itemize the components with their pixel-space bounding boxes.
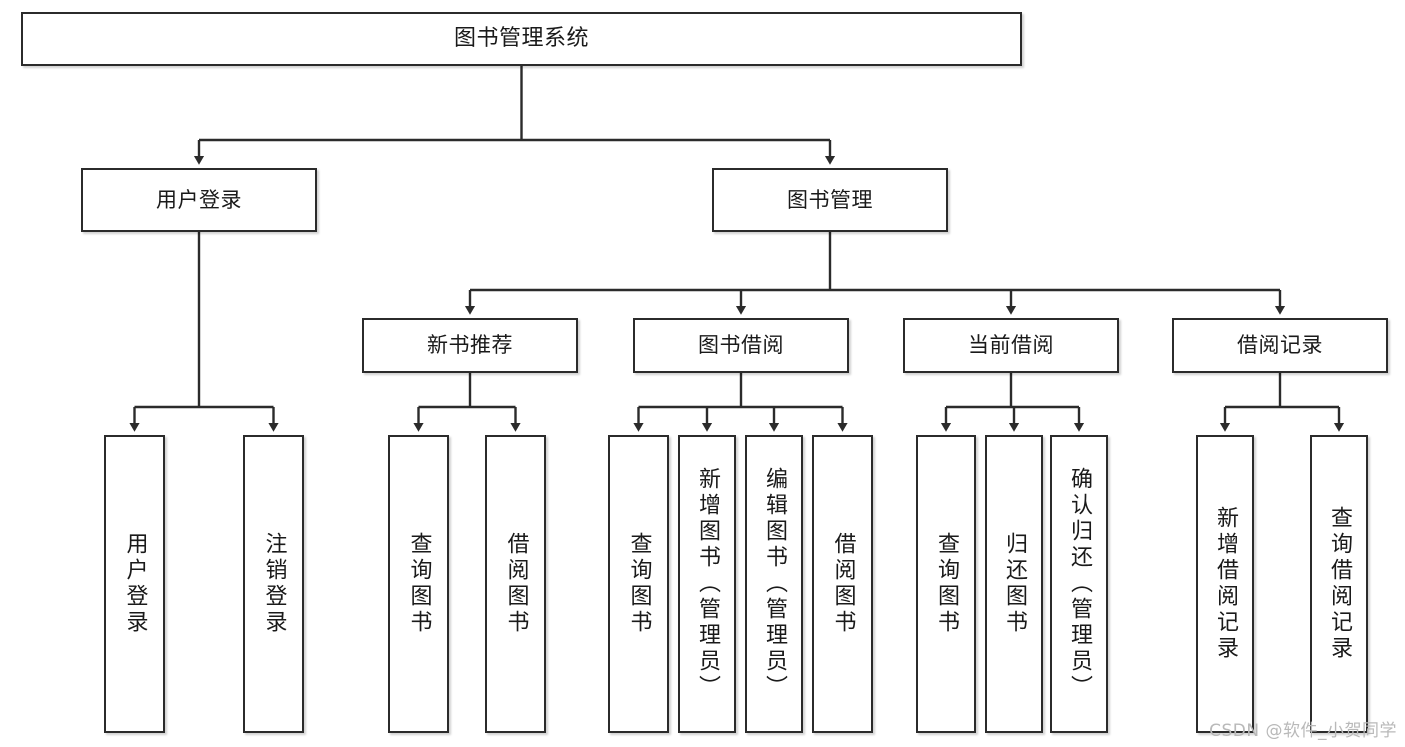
node-n2[interactable]: 借阅图书: [485, 435, 546, 733]
node-label: 图书管理系统: [453, 26, 589, 52]
node-label: 确认归还（管理员）: [1067, 467, 1092, 701]
node-label: 用户登录: [156, 187, 242, 212]
node-label: 新书推荐: [427, 333, 513, 358]
node-bookmgmt[interactable]: 图书管理: [712, 168, 948, 232]
node-label: 图书管理: [787, 187, 873, 212]
node-r2[interactable]: 查询借阅记录: [1310, 435, 1368, 733]
node-login[interactable]: 用户登录: [81, 168, 317, 232]
node-label: 查询图书: [406, 532, 432, 636]
node-c2[interactable]: 归还图书: [985, 435, 1043, 733]
node-label: 用户登录: [122, 532, 148, 636]
node-root[interactable]: 图书管理系统: [21, 12, 1022, 66]
node-current[interactable]: 当前借阅: [903, 318, 1119, 373]
node-c3[interactable]: 确认归还（管理员）: [1050, 435, 1108, 733]
node-b4[interactable]: 借阅图书: [812, 435, 873, 733]
node-c1[interactable]: 查询图书: [916, 435, 976, 733]
node-label: 当前借阅: [968, 333, 1054, 358]
node-borrow[interactable]: 图书借阅: [633, 318, 849, 373]
node-label: 查询图书: [934, 532, 959, 636]
node-b1[interactable]: 查询图书: [608, 435, 669, 733]
node-label: 借阅图书: [503, 532, 529, 636]
node-label: 借阅记录: [1237, 333, 1323, 358]
node-label: 注销登录: [261, 532, 287, 636]
node-label: 查询借阅记录: [1327, 506, 1352, 662]
node-label: 图书借阅: [698, 333, 784, 358]
node-l1[interactable]: 用户登录: [104, 435, 165, 733]
node-label: 查询图书: [626, 532, 652, 636]
node-b3[interactable]: 编辑图书（管理员）: [745, 435, 803, 733]
node-label: 归还图书: [1002, 532, 1027, 636]
node-l2[interactable]: 注销登录: [243, 435, 304, 733]
node-label: 编辑图书（管理员）: [762, 467, 787, 701]
node-label: 新增图书（管理员）: [695, 467, 720, 701]
node-n1[interactable]: 查询图书: [388, 435, 449, 733]
node-r1[interactable]: 新增借阅记录: [1196, 435, 1254, 733]
node-label: 新增借阅记录: [1213, 506, 1238, 662]
node-record[interactable]: 借阅记录: [1172, 318, 1388, 373]
node-newbook[interactable]: 新书推荐: [362, 318, 578, 373]
watermark: CSDN @软件_小贺同学: [1209, 721, 1397, 741]
node-label: 借阅图书: [830, 532, 856, 636]
node-b2[interactable]: 新增图书（管理员）: [678, 435, 736, 733]
